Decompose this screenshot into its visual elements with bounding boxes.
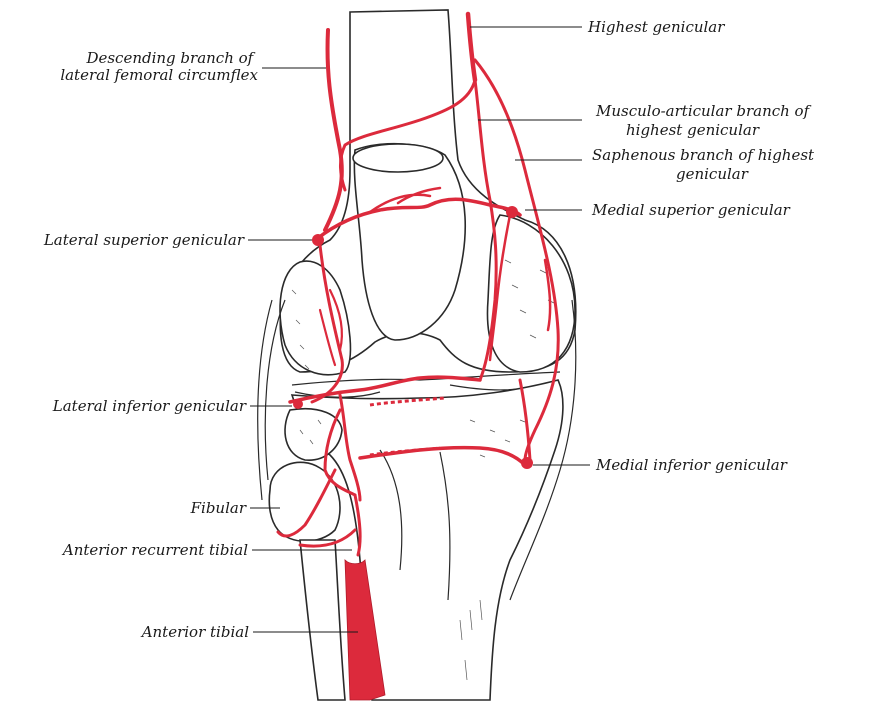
iliotibial-band (257, 299, 286, 501)
medial-inferior-knob (521, 457, 533, 469)
label-anterior-tibial: Anterior tibial (140, 623, 250, 641)
label-lateral-superior: Lateral superior genicular (43, 231, 245, 249)
lateral-inferior-knob (293, 399, 303, 409)
lateral-inferior-branches (323, 393, 362, 502)
label-saphenous-branch-line2: genicular (676, 165, 749, 183)
medial-femoral-condyle (486, 214, 576, 373)
femur-cut-top (352, 143, 444, 173)
lateral-inferior-genicular-artery (288, 375, 482, 404)
medial-superior-loop (488, 213, 552, 362)
label-medial-inferior: Medial inferior genicular (595, 456, 788, 474)
highest-genicular-artery (465, 11, 478, 83)
leader-lines (248, 26, 590, 633)
bone-structures (257, 9, 577, 701)
fibula-head (268, 461, 341, 542)
label-medial-superior: Medial superior genicular (591, 201, 791, 219)
label-anterior-recurrent-tibial: Anterior recurrent tibial (61, 541, 248, 559)
lateral-descending-artery (310, 243, 344, 404)
label-musculo-articular: Musculo-articular branch of highest geni… (595, 102, 814, 139)
descending-branch-artery (323, 28, 344, 232)
label-musculo-articular-line1: Musculo-articular branch of (595, 102, 812, 120)
arteries (276, 11, 560, 701)
label-lateral-inferior: Lateral inferior genicular (52, 397, 247, 415)
label-saphenous-branch-line1: Saphenous branch of highest (592, 146, 815, 164)
medial-superior-knob (506, 206, 518, 218)
anterior-tibial-artery (344, 558, 386, 701)
medial-outline (509, 299, 577, 601)
lateral-superior-loop (368, 186, 442, 214)
fibula-shaft (299, 539, 346, 701)
tibial-tuberosity (379, 449, 451, 601)
label-descending-branch: Descending branch of lateral femoral cir… (60, 49, 258, 84)
lateral-femoral-condyle (279, 260, 352, 376)
musculo-articular-artery (339, 78, 477, 192)
lateral-superior-genicular-artery (316, 197, 522, 240)
label-fibular: Fibular (190, 499, 247, 517)
label-descending-branch-line1: Descending branch of (85, 49, 255, 67)
joint-line (291, 371, 561, 386)
label-descending-branch-line2: lateral femoral circumflex (60, 66, 258, 84)
medial-connecting-artery (518, 378, 532, 462)
label-saphenous-branch: Saphenous branch of highest genicular (592, 146, 819, 183)
label-highest-genicular: Highest genicular (587, 18, 725, 36)
dashed-anastomosis-lower (369, 446, 441, 457)
fibular-artery (276, 468, 337, 538)
labels: Descending branch of lateral femoral cir… (43, 18, 819, 641)
anterior-recurrent-tibial-artery (298, 493, 362, 557)
medial-descending-artery (473, 78, 498, 382)
lateral-descending-loop (318, 288, 344, 367)
lateral-superior-knob (312, 234, 324, 246)
label-musculo-articular-line2: highest genicular (626, 121, 760, 139)
patellar-tendon (353, 142, 467, 341)
dashed-anastomosis-upper (369, 396, 446, 407)
saphenous-branch-artery (473, 58, 560, 462)
